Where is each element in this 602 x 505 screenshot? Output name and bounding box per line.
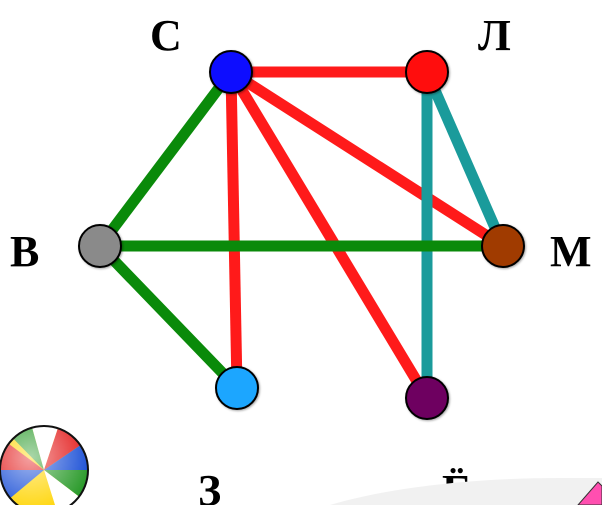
edge-c-z xyxy=(225,71,243,389)
node-v xyxy=(78,224,122,268)
edge-c-yo xyxy=(226,69,432,401)
labels-layer: С Л В М З Ё xyxy=(10,11,592,505)
node-c xyxy=(209,50,253,94)
node-yo xyxy=(405,376,449,420)
label-c: С xyxy=(150,11,182,60)
decorative-shape-icon xyxy=(330,478,602,505)
edge-c-m xyxy=(228,67,506,251)
edge-l-m xyxy=(421,69,509,249)
node-z xyxy=(215,366,259,410)
label-l: Л xyxy=(478,11,511,60)
node-l xyxy=(405,50,449,94)
label-m: М xyxy=(550,227,592,276)
edge-v-z xyxy=(96,242,241,392)
label-v: В xyxy=(10,227,39,276)
beach-ball-icon xyxy=(0,425,89,505)
nodes-layer xyxy=(78,50,525,420)
edge-c-v xyxy=(95,68,236,250)
edges-layer xyxy=(95,66,509,401)
node-m xyxy=(481,224,525,268)
label-z: З xyxy=(198,466,221,505)
